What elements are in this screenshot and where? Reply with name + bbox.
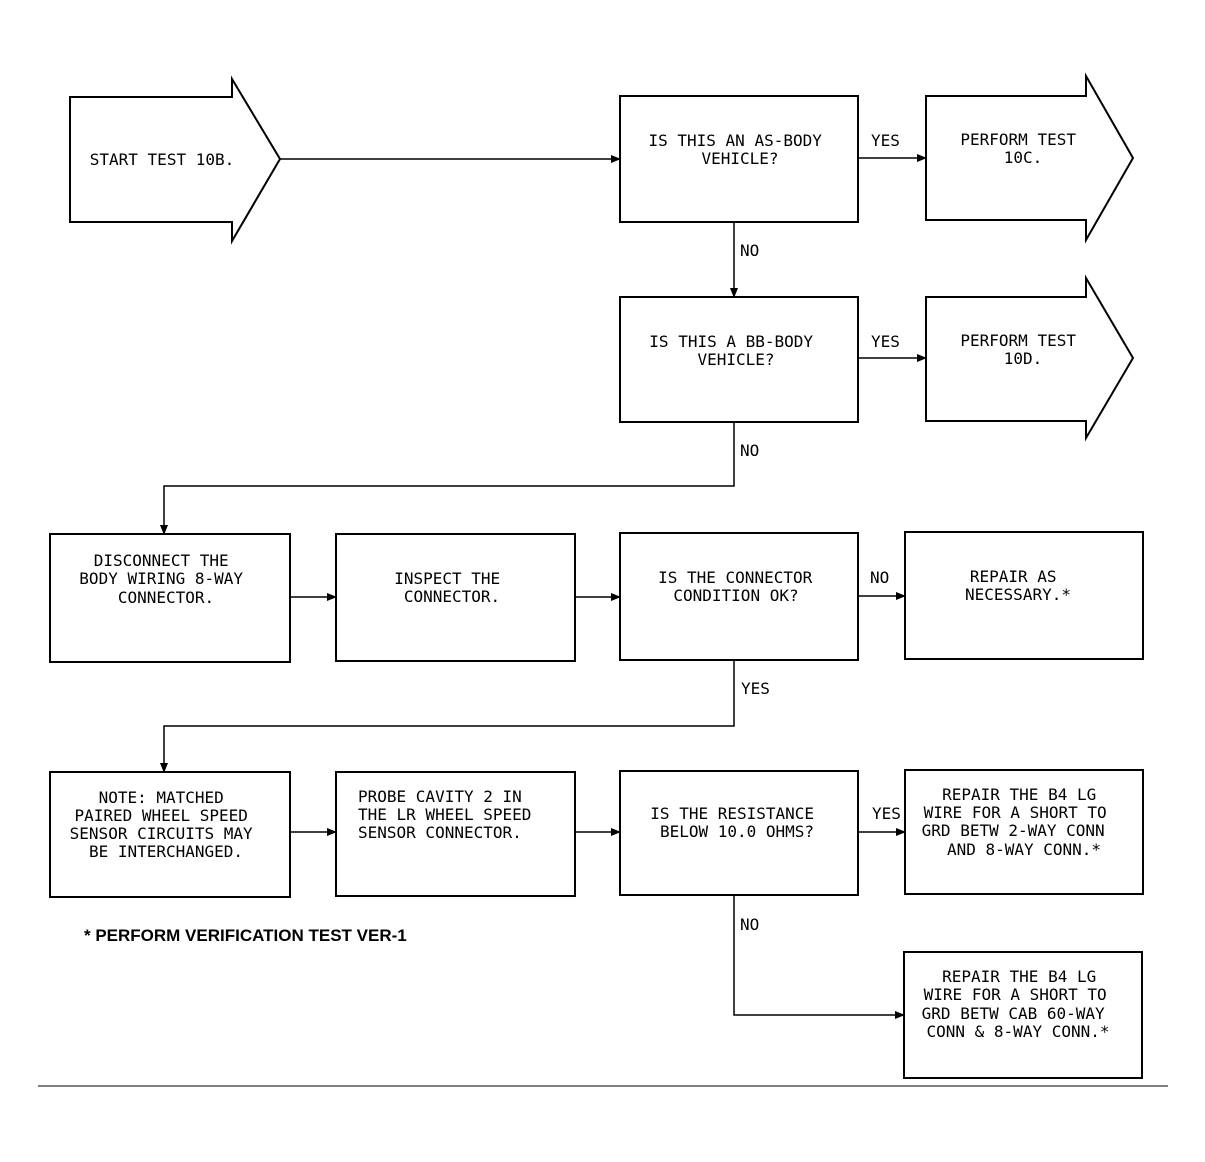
edge-label-no-bb: NO bbox=[740, 441, 759, 460]
q-as-body-box bbox=[619, 95, 859, 223]
footnote: * PERFORM VERIFICATION TEST VER-1 bbox=[84, 926, 407, 945]
repair-60way-label: REPAIR THE B4 LG WIRE FOR A SHORT TO GRD… bbox=[922, 967, 1117, 1041]
edge-label-yes-10d: YES bbox=[871, 332, 900, 351]
edge-label-yes-10c: YES bbox=[871, 131, 900, 150]
edge-label-no-resistance: NO bbox=[740, 915, 759, 934]
probe-label: PROBE CAVITY 2 IN THE LR WHEEL SPEED SEN… bbox=[358, 787, 541, 842]
q-bb-body-box bbox=[619, 296, 859, 423]
probe-box bbox=[335, 771, 576, 897]
note-box bbox=[49, 771, 291, 898]
q-as-body-label: IS THIS AN AS-BODY VEHICLE? bbox=[648, 131, 831, 168]
repair-2way-box bbox=[904, 769, 1144, 895]
edge-label-no-connector: NO bbox=[870, 568, 889, 587]
edge-bb-no bbox=[160, 422, 735, 535]
perform-10d-label: PERFORM TEST 10D. bbox=[960, 331, 1085, 368]
edge-label-no-as: NO bbox=[740, 241, 759, 260]
repair-necessary-box bbox=[904, 531, 1144, 660]
disconnect-label: DISCONNECT THE BODY WIRING 8-WAY CONNECT… bbox=[79, 551, 252, 607]
inspect-label: INSPECT THE CONNECTOR. bbox=[394, 569, 510, 606]
repair-60way-box bbox=[903, 951, 1143, 1079]
perform-10c-label: PERFORM TEST 10C. bbox=[960, 130, 1085, 167]
repair-necessary-label: REPAIR AS NECESSARY.* bbox=[965, 567, 1071, 604]
edge-connector-yes bbox=[160, 660, 735, 773]
start-arrow-shape bbox=[69, 75, 282, 245]
q-resistance-label: IS THE RESISTANCE BELOW 10.0 OHMS? bbox=[650, 804, 823, 841]
edge-label-yes-resistance: YES bbox=[872, 804, 901, 823]
q-bb-body-label: IS THIS A BB-BODY VEHICLE? bbox=[649, 332, 822, 369]
note-label: NOTE: MATCHED PAIRED WHEEL SPEED SENSOR … bbox=[70, 788, 263, 861]
repair-2way-label: REPAIR THE B4 LG WIRE FOR A SHORT TO GRD… bbox=[922, 785, 1117, 859]
edge-label-yes-connector: YES bbox=[741, 679, 770, 698]
q-connector-label: IS THE CONNECTOR CONDITION OK? bbox=[658, 568, 822, 605]
q-resistance-box bbox=[619, 770, 859, 896]
disconnect-box bbox=[49, 533, 291, 663]
perform-10c-arrow-shape bbox=[925, 72, 1135, 244]
edge-resistance-no bbox=[733, 895, 905, 1019]
start-label: START TEST 10B. bbox=[90, 150, 235, 169]
perform-10d-arrow-shape bbox=[925, 274, 1135, 442]
